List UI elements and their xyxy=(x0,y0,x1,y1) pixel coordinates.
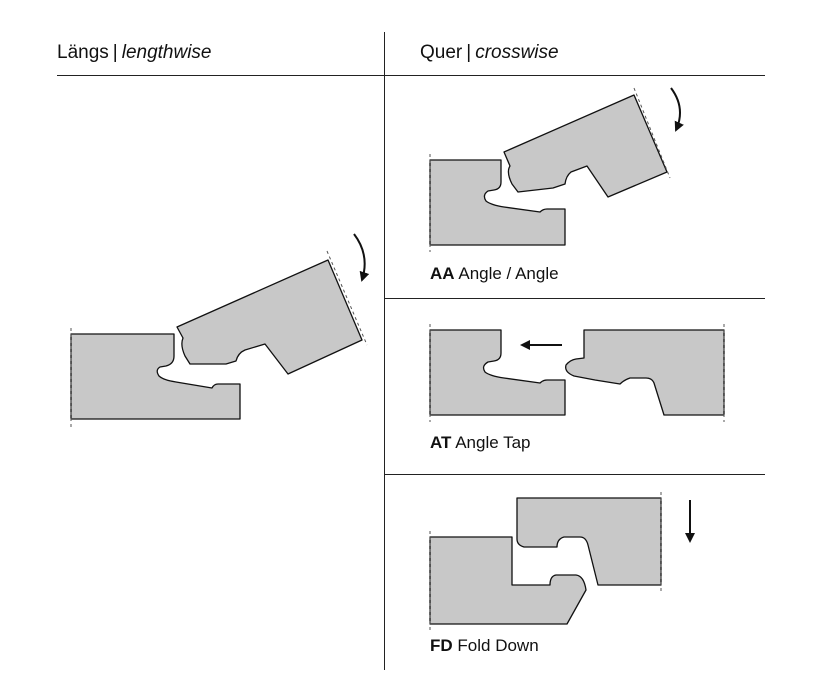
header-lengthwise: Längs|lengthwise xyxy=(57,42,212,64)
header-lengthwise-separator: | xyxy=(112,42,118,63)
lengthwise-fixed-board xyxy=(70,333,241,420)
at-code: AT xyxy=(430,433,452,452)
header-crosswise-german: Quer xyxy=(420,42,463,63)
header-crosswise-english: crosswise xyxy=(475,42,559,63)
at-label: Angle Tap xyxy=(455,433,531,452)
header-lengthwise-german: Längs xyxy=(57,42,109,63)
lengthwise-moving-board xyxy=(176,259,363,375)
header-divider xyxy=(57,75,765,76)
lengthwise-rotate-arrow xyxy=(353,233,370,282)
aa-label: Angle / Angle xyxy=(458,264,559,283)
at-joint-diagram xyxy=(429,324,725,422)
aa-moving-board xyxy=(503,94,668,198)
fd-moving-board xyxy=(516,497,662,586)
header-lengthwise-english: lengthwise xyxy=(121,42,212,63)
at-fixed-board xyxy=(429,329,566,416)
aa-joint-diagram xyxy=(429,87,684,252)
header-crosswise-separator: | xyxy=(466,42,472,63)
fd-fixed-board xyxy=(429,536,587,625)
header-crosswise: Quer|crosswise xyxy=(420,42,559,64)
aa-fixed-board xyxy=(429,159,566,246)
row-divider-2 xyxy=(384,474,765,475)
at-caption: AT Angle Tap xyxy=(430,433,531,453)
lengthwise-joint-diagram xyxy=(70,233,370,428)
fd-joint-diagram xyxy=(429,492,695,630)
at-moving-board xyxy=(565,329,725,416)
aa-code: AA xyxy=(430,264,455,283)
aa-rotate-arrow xyxy=(670,87,684,132)
fd-code: FD xyxy=(430,636,453,655)
fd-caption: FD Fold Down xyxy=(430,636,539,656)
aa-caption: AA Angle / Angle xyxy=(430,264,559,284)
fd-label: Fold Down xyxy=(457,636,539,655)
row-divider-1 xyxy=(384,298,765,299)
column-divider xyxy=(384,32,385,670)
